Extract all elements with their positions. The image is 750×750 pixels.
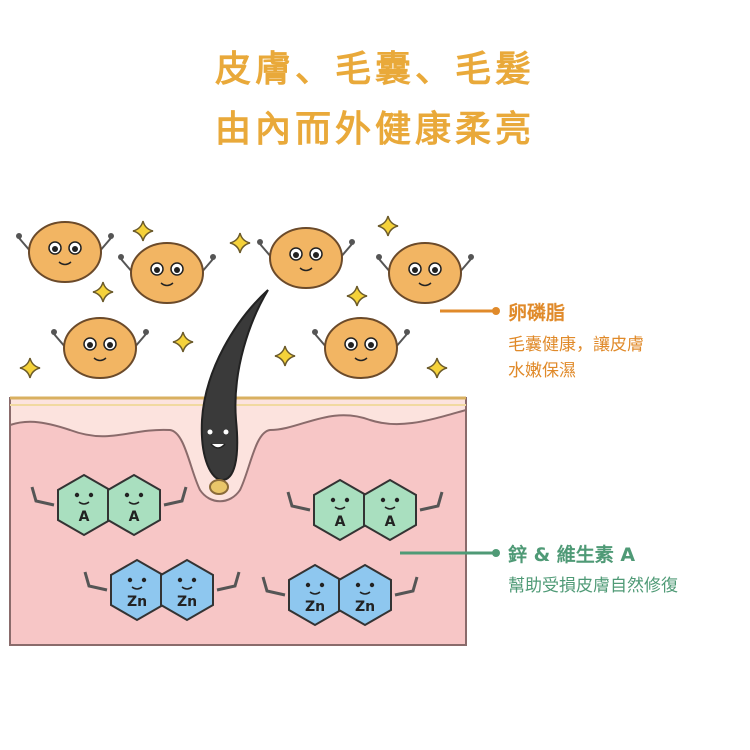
hex-label: A (129, 509, 140, 525)
lecithin-blob (376, 242, 474, 304)
lecithin-heading: 卵磷脂 (508, 302, 566, 324)
lecithin-blob (51, 317, 149, 379)
hair-strand (200, 289, 269, 495)
hex-label: Zn (305, 599, 325, 615)
title-line-2: 由內而外健康柔亮 (214, 109, 535, 150)
zinc-vitamin-a-heading: 鋅 & 維生素 A (508, 544, 636, 566)
sparkle-icon (274, 345, 296, 367)
sparkle-icon (92, 281, 114, 303)
lecithin-blob (118, 242, 216, 304)
sparkle-icon (229, 232, 251, 254)
lecithin-blob (257, 227, 355, 289)
sparkle-icon (19, 357, 41, 379)
sparkle-icon (377, 215, 399, 237)
zinc-vitamin-a-desc: 幫助受損皮膚自然修復 (508, 576, 678, 596)
sparkle-icon (172, 331, 194, 353)
lecithin-blobs (16, 221, 474, 379)
hex-label: Zn (127, 594, 147, 610)
hex-molecule-pair: Zn Zn (261, 563, 419, 627)
lecithin-blob (312, 317, 410, 379)
lecithin-desc-line-2: 水嫩保濕 (508, 361, 576, 381)
sparkles (19, 215, 448, 379)
title-line-1: 皮膚、毛囊、毛髮 (214, 49, 535, 90)
sparkle-icon (426, 357, 448, 379)
hex-label: A (79, 509, 90, 525)
lecithin-blob (16, 221, 114, 283)
callout-line-lecithin (440, 307, 500, 315)
lecithin-desc-line-1: 毛囊健康，讓皮膚 (508, 335, 644, 355)
hex-label: Zn (177, 594, 197, 610)
sparkle-icon (346, 285, 368, 307)
hex-label: Zn (355, 599, 375, 615)
hex-molecule-pair: Zn Zn (83, 558, 241, 622)
sparkle-icon (132, 220, 154, 242)
hex-label: A (335, 514, 346, 530)
callout-line-zinc (400, 549, 500, 557)
hex-label: A (385, 514, 396, 530)
